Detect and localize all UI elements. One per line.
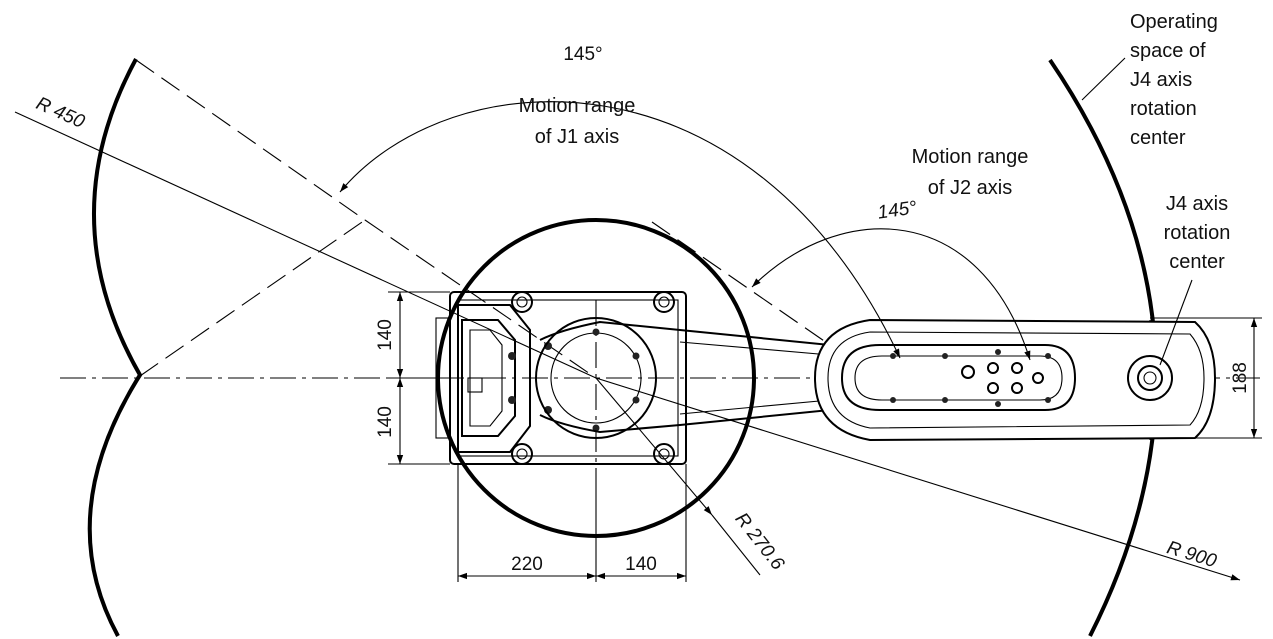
operating-space-label-line3: J4 axis (1130, 69, 1192, 91)
dim-h-top: 140 (375, 319, 396, 351)
dim-h-bottom: 140 (375, 406, 396, 438)
j2-range-label-line2: of J2 axis (928, 177, 1012, 199)
operating-space-label-line1: Operating (1130, 11, 1218, 33)
j1-range-label-line2: of J1 axis (535, 126, 619, 148)
j1-bolt-bottom (592, 424, 600, 432)
r450-left-arc (87, 58, 143, 637)
r900-label: R 900 (1164, 537, 1219, 572)
j2-limit-line (651, 221, 831, 346)
r270-leader (595, 377, 713, 516)
j1-bolt-top (592, 328, 600, 336)
j4-center-label-line2: rotation (1164, 222, 1231, 244)
operating-space-label-line4: rotation (1130, 98, 1197, 120)
dim-w-right: 140 (625, 554, 657, 575)
r270-leader-tail (711, 514, 761, 576)
dim-arm-height: 188 (1230, 362, 1251, 394)
j1-bolt-right (632, 352, 640, 360)
angle-j1-label: 145° (563, 44, 602, 65)
r900-leader (595, 377, 1241, 581)
j4-center-leader (1159, 279, 1193, 366)
j1-angle-arc (339, 101, 901, 359)
arm-2 (813, 318, 1217, 442)
dim-w-left: 220 (511, 554, 543, 575)
j2-range-label-line1: Motion range (912, 146, 1029, 168)
j1-limit-line-upper (135, 59, 366, 221)
operating-space-label-line5: center (1130, 127, 1186, 149)
r450-label: R 450 (33, 93, 88, 133)
j4-center-label-line3: center (1169, 251, 1225, 273)
j1-bolt-right2 (632, 396, 640, 404)
operating-space-leader (1081, 57, 1126, 101)
j4-center-label-line1: J4 axis (1166, 193, 1228, 215)
j2-angle-arc (751, 228, 1031, 361)
j1-range-label-line1: Motion range (519, 95, 636, 117)
operating-space-label-line2: space of (1130, 40, 1206, 62)
angle-j2-label: 145° (876, 197, 918, 223)
j1-limit-line-lower (139, 219, 366, 377)
r270-label: R 270.6 (731, 509, 789, 575)
